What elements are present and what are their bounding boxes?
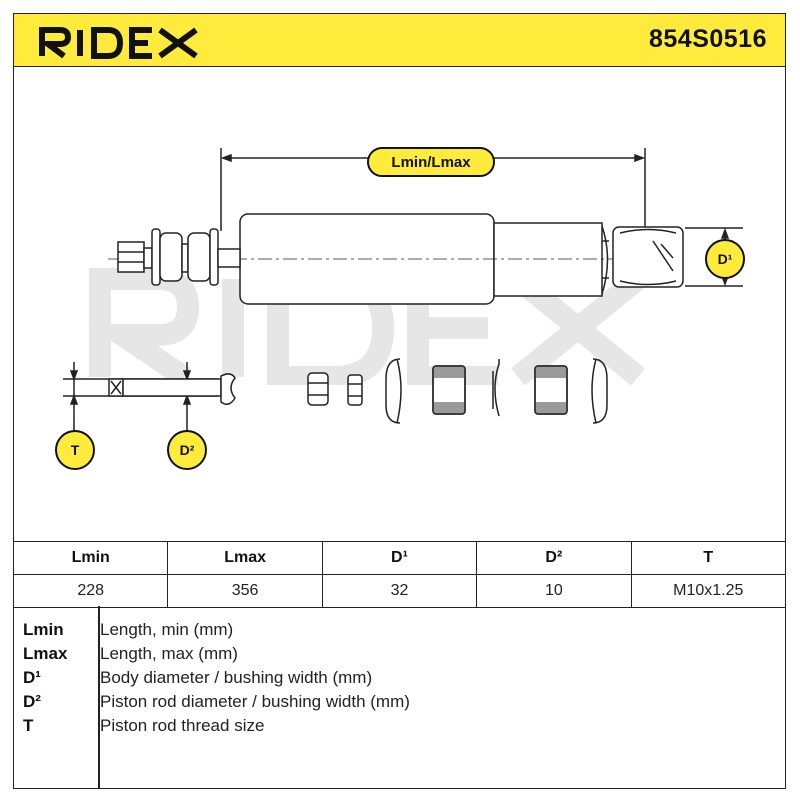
specs-header: Lmax	[167, 541, 323, 575]
washer-1	[385, 358, 401, 424]
shock-absorber-drawing	[63, 148, 743, 438]
legend-key: T	[23, 716, 34, 735]
specs-value: 10	[476, 574, 632, 608]
washer-3	[592, 358, 608, 424]
eye-mount	[612, 226, 684, 288]
legend-desc: Body diameter / bushing width (mm)	[100, 668, 373, 687]
specs-value-row: 228 356 32 10 M10x1.25	[12, 574, 787, 608]
legend: Lmin Length, min (mm) Lmax Length, max (…	[13, 606, 786, 789]
rod-body	[122, 378, 222, 397]
length-arrow-right	[634, 153, 646, 163]
nut-1	[307, 372, 329, 406]
stud-washer-1	[151, 228, 161, 286]
legend-desc: Length, min (mm)	[100, 620, 234, 639]
specs-value: 32	[321, 574, 478, 608]
specs-header: T	[630, 541, 787, 575]
nut-2	[347, 374, 363, 406]
legend-key: D²	[23, 692, 41, 711]
legend-desc: Piston rod diameter / bushing width (mm)	[100, 692, 410, 711]
legend-key: D¹	[23, 668, 41, 687]
rod-head	[220, 373, 236, 405]
ridex-logo	[39, 27, 198, 59]
shock-tube-end	[601, 225, 609, 295]
specs-header: D²	[476, 541, 632, 575]
shock-lower-tube	[493, 222, 603, 297]
legend-desc: Piston rod thread size	[100, 716, 265, 735]
stud-bushing-1	[159, 232, 183, 282]
specs-value: M10x1.25	[630, 574, 787, 608]
specs-header: Lmin	[12, 541, 169, 575]
stud-washer-2	[209, 228, 219, 286]
d2-badge: D²	[167, 430, 207, 470]
specs-header: D¹	[321, 541, 478, 575]
legend-key: Lmax	[23, 644, 68, 663]
specs-value: 356	[167, 574, 323, 608]
legend-key: Lmin	[23, 620, 64, 639]
part-number: 854S0516	[648, 25, 767, 53]
length-label: Lmin/Lmax	[367, 147, 495, 177]
length-arrow-left	[220, 153, 232, 163]
specs-value: 228	[12, 574, 169, 608]
specs-table: Lmin Lmax D¹ D² T 228 356 32 10 M10x1.25	[12, 541, 787, 608]
legend-divider	[98, 606, 100, 789]
t-badge: T	[55, 430, 95, 470]
specs-header-row: Lmin Lmax D¹ D² T	[12, 541, 787, 575]
washer-2	[492, 359, 500, 417]
stud-nut	[117, 241, 145, 273]
stud-bushing-2	[187, 232, 211, 282]
header-bar: 854S0516	[13, 13, 786, 67]
d1-badge: D¹	[705, 239, 745, 279]
legend-desc: Length, max (mm)	[100, 644, 238, 663]
